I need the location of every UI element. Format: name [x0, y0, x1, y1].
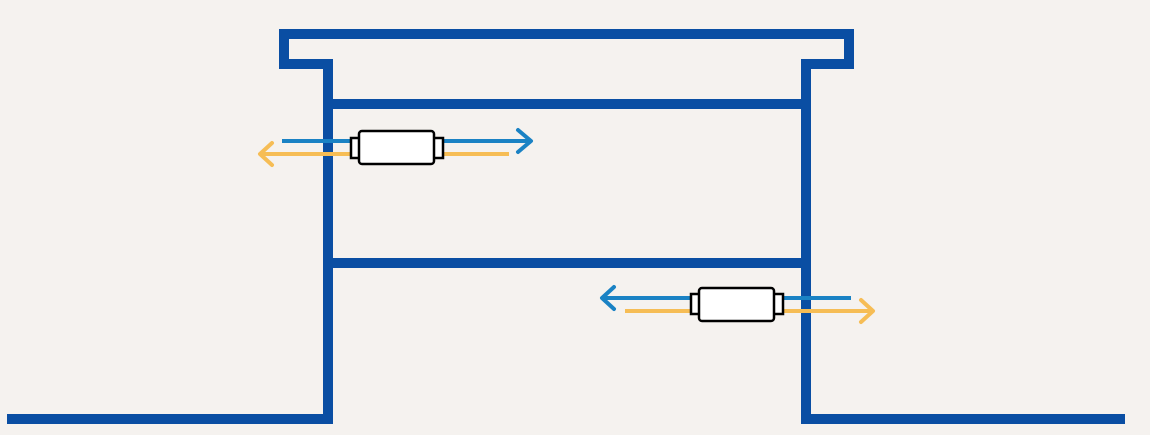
upper-yellow-arrowhead-left	[258, 141, 274, 167]
lower-yellow-arrowhead-right	[859, 298, 875, 324]
upper-blue-arrowhead-right	[516, 128, 533, 154]
inline-flow-device-icon	[689, 286, 785, 323]
ground-and-walls	[7, 29, 1125, 424]
lower-blue-arrowhead-left	[600, 285, 616, 311]
upper-air-flow	[258, 128, 533, 167]
building-structure	[7, 29, 1125, 424]
inline-flow-device-icon	[349, 129, 445, 166]
lower-air-flow	[600, 285, 875, 324]
